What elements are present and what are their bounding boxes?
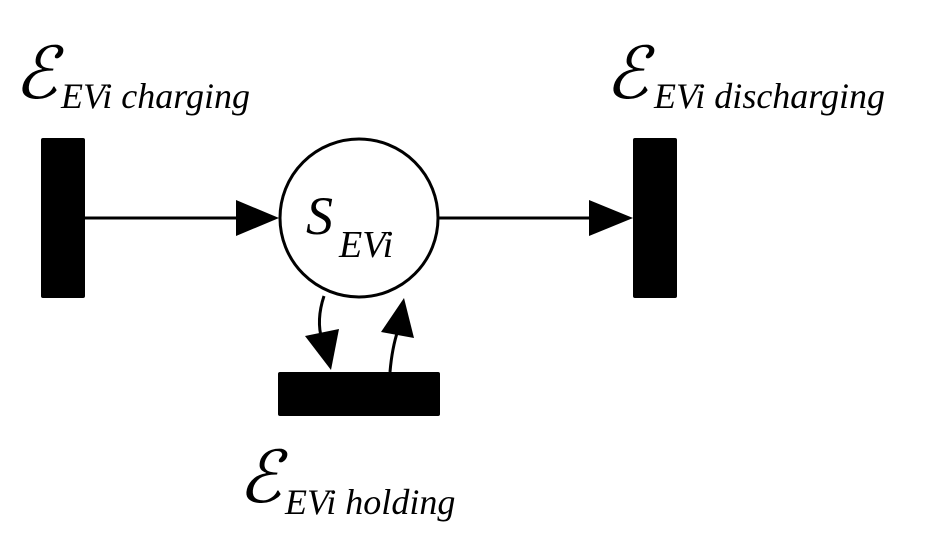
discharging-subscript: EVi discharging	[653, 76, 885, 116]
place-subscript: EVi	[338, 224, 393, 266]
discharging-transition-bar	[633, 138, 677, 298]
charging-symbol: ℰ	[14, 34, 64, 114]
holding-subscript: EVi holding	[284, 482, 455, 522]
holding-transition-bar	[278, 372, 440, 416]
discharging-symbol: ℰ	[605, 34, 655, 114]
arrowhead-holding-to-place	[381, 298, 414, 338]
place-symbol: S	[306, 186, 333, 246]
arc-holding-to-place	[388, 329, 400, 373]
charging-transition-bar	[41, 138, 85, 298]
holding-symbol: ℰ	[238, 438, 288, 518]
place-circle	[278, 137, 440, 299]
arrowhead-place-to-discharging	[589, 200, 633, 236]
charging-subscript: EVi charging	[60, 76, 250, 116]
arrowhead-charging-to-place	[236, 200, 279, 236]
arrowhead-place-to-holding	[305, 329, 339, 370]
